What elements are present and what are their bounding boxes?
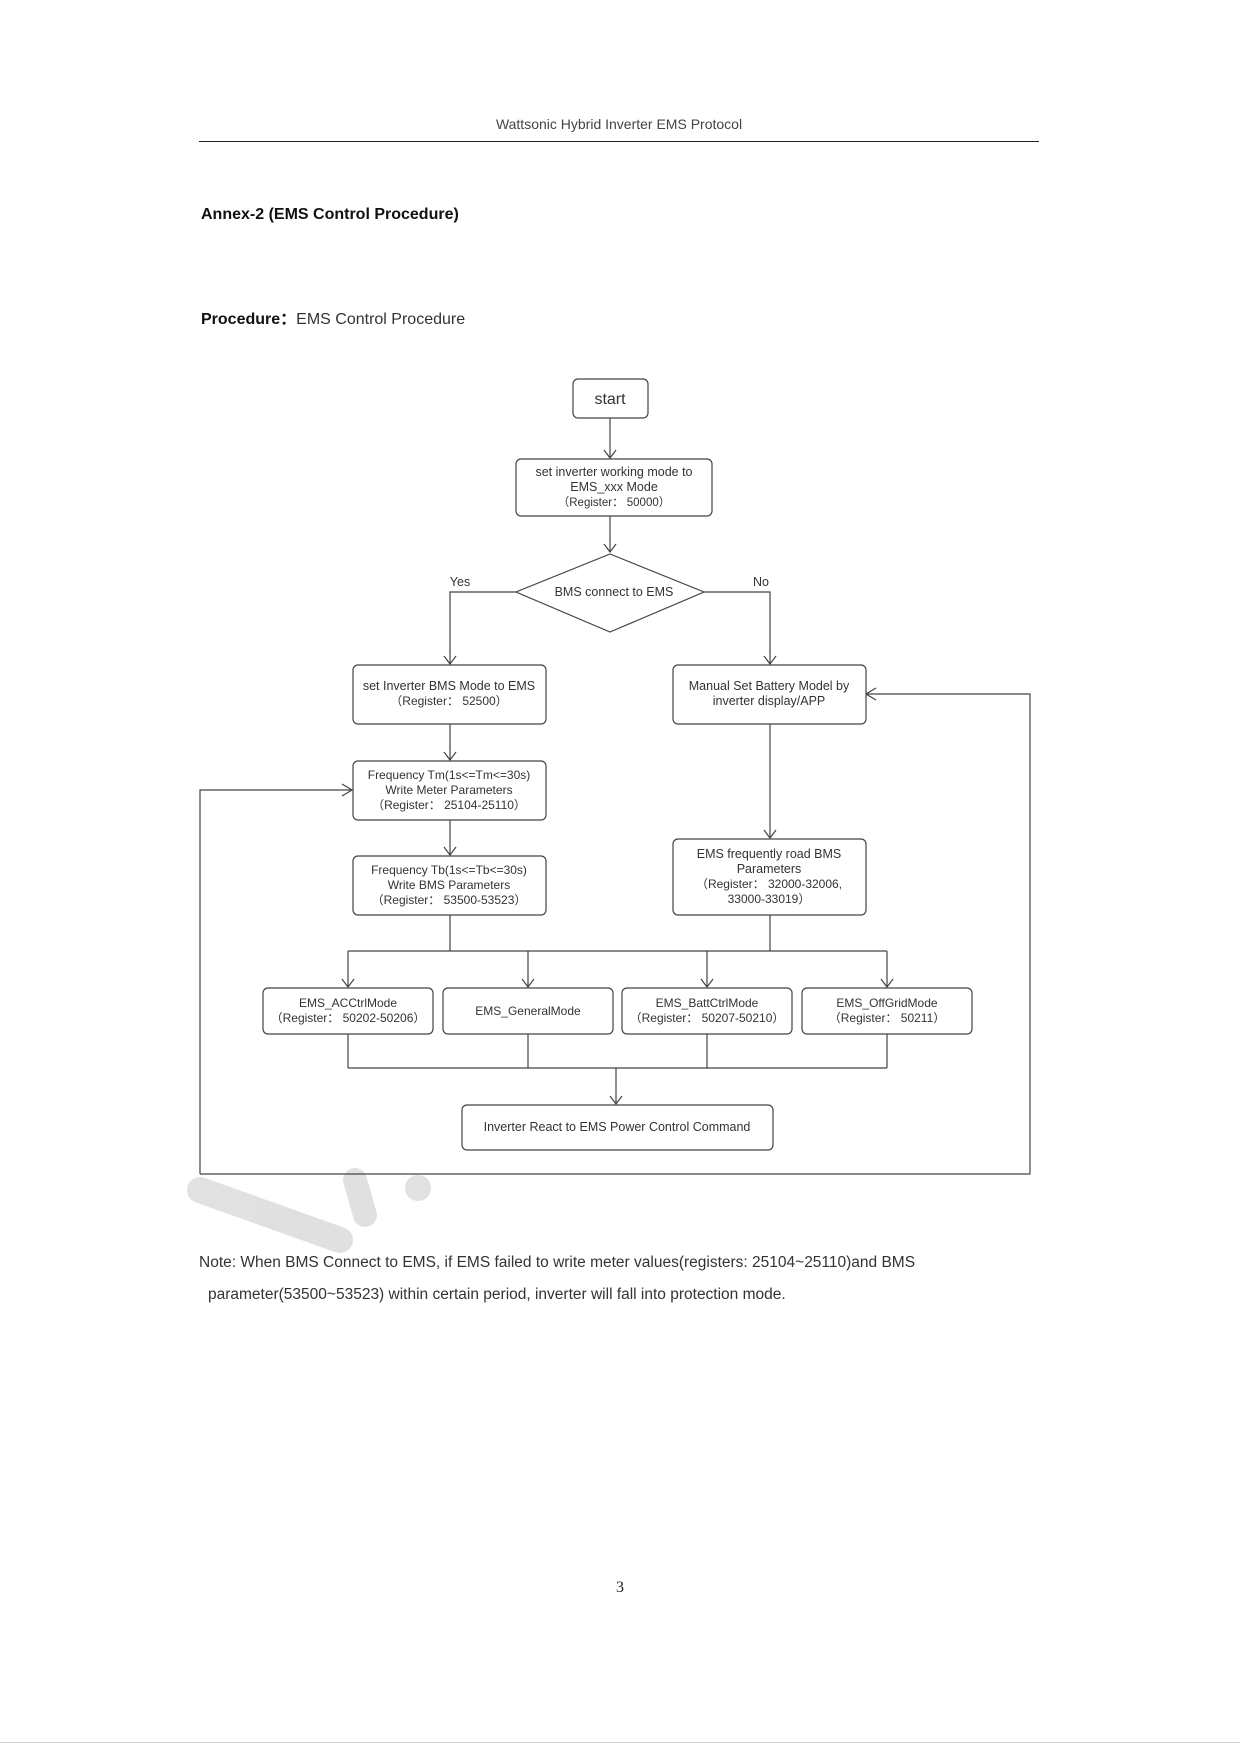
svg-text:（Register： 53500-53523）: （Register： 53500-53523）	[372, 893, 527, 907]
svg-text:EMS_xxx Mode: EMS_xxx Mode	[570, 480, 658, 494]
svg-text:（Register： 50202-50206）: （Register： 50202-50206）	[271, 1011, 426, 1025]
svg-text:（Register： 50207-50210）: （Register： 50207-50210）	[630, 1011, 785, 1025]
running-header: Wattsonic Hybrid Inverter EMS Protocol	[495, 116, 743, 132]
ems-battctrl-mode-box: EMS_BattCtrlMode （Register： 50207-50210）	[621, 987, 793, 1035]
svg-text:（Register： 32000-32006,: （Register： 32000-32006,	[696, 877, 842, 891]
header-divider	[199, 141, 1039, 142]
start-label: start	[594, 391, 626, 408]
svg-text:EMS_OffGridMode: EMS_OffGridMode	[836, 996, 937, 1010]
ems-general-mode-box: EMS_GeneralMode	[442, 987, 614, 1035]
svg-text:（Register： 52500）: （Register： 52500）	[390, 694, 507, 708]
svg-text:（Register： 50000）: （Register： 50000）	[558, 496, 671, 509]
flow-connectors	[199, 417, 1031, 1175]
procedure-label: Procedure：	[201, 311, 297, 328]
svg-text:Inverter React to EMS Power Co: Inverter React to EMS Power Control Comm…	[484, 1120, 751, 1134]
footer-rule	[0, 1742, 1240, 1743]
note-line-1: Note: When BMS Connect to EMS, if EMS fa…	[199, 1254, 916, 1271]
manual-battery-model-box: Manual Set Battery Model by inverter dis…	[672, 664, 867, 725]
set-bms-mode-box: set Inverter BMS Mode to EMS （Register： …	[352, 664, 547, 725]
ems-acctrl-mode-box: EMS_ACCtrlMode （Register： 50202-50206）	[262, 987, 434, 1035]
svg-text:（Register： 50211）: （Register： 50211）	[829, 1011, 946, 1025]
svg-text:33000-33019）: 33000-33019）	[728, 892, 811, 906]
no-branch-label: No	[753, 575, 769, 589]
note-paragraph: Note: When BMS Connect to EMS, if EMS fa…	[199, 1247, 1059, 1311]
note-line-2: parameter(53500~53523) within certain pe…	[208, 1286, 786, 1303]
watermark	[187, 1168, 431, 1253]
ems-read-bms-box: EMS frequently road BMS Parameters （Regi…	[672, 838, 867, 916]
set-working-mode-box: set inverter working mode to EMS_xxx Mod…	[515, 458, 713, 517]
svg-text:Write BMS Parameters: Write BMS Parameters	[388, 878, 510, 892]
svg-text:EMS frequently road BMS: EMS frequently road BMS	[697, 847, 842, 861]
ems-offgrid-mode-box: EMS_OffGridMode （Register： 50211）	[801, 987, 973, 1035]
svg-text:inverter display/APP: inverter display/APP	[713, 694, 826, 708]
svg-text:Write Meter Parameters: Write Meter Parameters	[385, 783, 512, 797]
bms-connect-decision: BMS connect to EMS	[514, 553, 706, 633]
svg-text:Parameters: Parameters	[737, 862, 802, 876]
svg-text:BMS connect to EMS: BMS connect to EMS	[555, 585, 674, 599]
procedure-line: Procedure：EMS Control Procedure	[201, 305, 465, 329]
procedure-name: EMS Control Procedure	[296, 311, 466, 328]
svg-text:EMS_BattCtrlMode: EMS_BattCtrlMode	[656, 996, 759, 1010]
start-terminal: start	[572, 378, 649, 419]
svg-text:set Inverter BMS Mode to EMS: set Inverter BMS Mode to EMS	[363, 679, 535, 693]
svg-text:set inverter working mode to: set inverter working mode to	[535, 465, 692, 479]
svg-text:EMS_ACCtrlMode: EMS_ACCtrlMode	[299, 996, 397, 1010]
svg-text:Manual Set Battery Model by: Manual Set Battery Model by	[689, 679, 850, 693]
section-title: Annex-2 (EMS Control Procedure)	[201, 206, 459, 223]
svg-text:Frequency Tb(1s<=Tb<=30s): Frequency Tb(1s<=Tb<=30s)	[371, 863, 527, 877]
page-number: 3	[616, 1579, 624, 1596]
svg-text:（Register： 25104-25110）: （Register： 25104-25110）	[372, 798, 526, 812]
svg-text:Frequency Tm(1s<=Tm<=30s): Frequency Tm(1s<=Tm<=30s)	[368, 768, 531, 782]
write-meter-parameters-box: Frequency Tm(1s<=Tm<=30s) Write Meter Pa…	[352, 760, 547, 821]
inverter-react-box: Inverter React to EMS Power Control Comm…	[461, 1104, 774, 1151]
write-bms-parameters-box: Frequency Tb(1s<=Tb<=30s) Write BMS Para…	[352, 855, 547, 916]
yes-branch-label: Yes	[450, 575, 470, 589]
svg-text:EMS_GeneralMode: EMS_GeneralMode	[475, 1004, 581, 1018]
